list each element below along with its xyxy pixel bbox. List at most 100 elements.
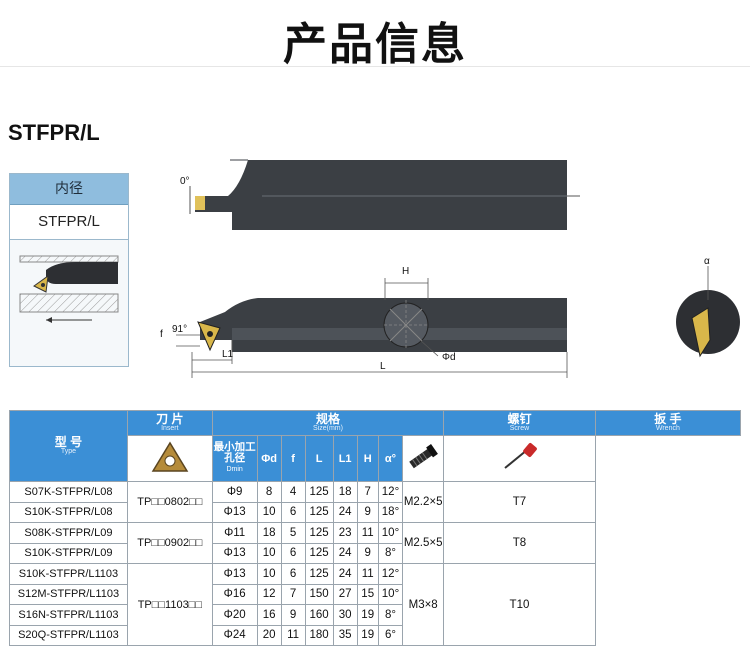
l1-cell: 24 [332, 542, 358, 564]
top-view-bar [189, 159, 580, 230]
title-divider [0, 66, 750, 67]
h-subheader: H [356, 435, 379, 482]
alpha-label: α [704, 256, 710, 267]
wrench-image [443, 435, 596, 482]
l-cell: 180 [304, 624, 334, 646]
table-row: S10K-STFPR/L1103 TP□□1103□□ Φ13 10 6 125… [9, 563, 741, 646]
h-cell: 9 [356, 501, 379, 523]
phid-cell: 10 [256, 563, 282, 585]
f-subheader: f [280, 435, 306, 482]
l-cell: 125 [304, 563, 334, 585]
l1-cell: 23 [332, 522, 358, 544]
phid-subheader: Φd [256, 435, 282, 482]
insert-image [126, 435, 213, 482]
diameter-label: Φd [442, 352, 456, 363]
table-row: S10K-STFPR/L08 Φ13 10 6 125 24 9 18° [9, 501, 741, 523]
type-cell: S07K-STFPR/L08 [9, 481, 128, 503]
insert-cell: TP□□0902□□ [126, 522, 213, 564]
alpha-cell: 18° [377, 501, 404, 523]
type-cell: S20Q-STFPR/L1103 [9, 624, 128, 646]
phid-cell: 10 [256, 542, 282, 564]
h-cell: 7 [356, 481, 379, 503]
f-cell: 4 [280, 481, 306, 503]
phid-cell: 8 [256, 481, 282, 503]
model-heading: STFPR/L [8, 120, 100, 145]
phid-cell: 12 [256, 583, 282, 605]
dmin-cell: Φ13 [211, 501, 258, 523]
length-label: L [380, 361, 386, 372]
alpha-cell: 6° [377, 624, 404, 646]
alpha-cell: 12° [377, 481, 404, 503]
dmin-cell: Φ24 [211, 624, 258, 646]
h-cell: 11 [356, 522, 379, 544]
type-cell: S10K-STFPR/L1103 [9, 563, 128, 585]
insert-cell: TP□□1103□□ [126, 563, 213, 646]
f-cell: 9 [280, 604, 306, 626]
end-view [676, 266, 740, 358]
alpha-cell: 10° [377, 583, 404, 605]
table-row: S08K-STFPR/L09 TP□□0902□□ Φ11 18 5 125 2… [9, 522, 741, 564]
h-cell: 15 [356, 583, 379, 605]
table-row: S07K-STFPR/L08 TP□□0802□□ Φ9 8 4 125 18 … [9, 481, 741, 523]
f-cell: 6 [280, 501, 306, 523]
phid-cell: 18 [256, 522, 282, 544]
side-view-bar [176, 278, 568, 378]
dmin-cell: Φ13 [211, 563, 258, 585]
l1-cell: 24 [332, 563, 358, 585]
dmin-cell: Φ13 [211, 542, 258, 564]
table-row: S16N-STFPR/L1103 Φ20 16 9 160 30 19 8° [9, 604, 741, 626]
l-cell: 125 [304, 501, 334, 523]
wrench-cell: T8 [443, 522, 596, 564]
l-cell: 160 [304, 604, 334, 626]
phid-cell: 16 [256, 604, 282, 626]
wrench-cell: T7 [443, 481, 596, 523]
screw-image [402, 435, 445, 482]
f-cell: 5 [280, 522, 306, 544]
f-cell: 7 [280, 583, 306, 605]
h-cell: 19 [356, 624, 379, 646]
h-cell: 9 [356, 542, 379, 564]
phid-cell: 20 [256, 624, 282, 646]
l1-cell: 24 [332, 501, 358, 523]
dmin-cell: Φ9 [211, 481, 258, 503]
h-cell: 11 [356, 563, 379, 585]
lead-angle-label: 91° [172, 324, 188, 335]
panel-value: STFPR/L [10, 205, 128, 240]
alpha-subheader: α° [377, 435, 404, 482]
f-label: f [160, 329, 163, 340]
alpha-cell: 12° [377, 563, 404, 585]
type-cell: S10K-STFPR/L08 [9, 501, 128, 523]
table-row: S10K-STFPR/L09 Φ13 10 6 125 24 9 8° [9, 542, 741, 564]
f-cell: 6 [280, 542, 306, 564]
boring-illustration [19, 255, 119, 323]
l1-subheader: L1 [332, 435, 358, 482]
l-subheader: L [304, 435, 334, 482]
l-cell: 150 [304, 583, 334, 605]
clearance-angle-label: 0° [180, 176, 190, 187]
alpha-cell: 10° [377, 522, 404, 544]
l-cell: 125 [304, 522, 334, 544]
f-cell: 11 [280, 624, 306, 646]
l1-cell: 18 [332, 481, 358, 503]
dmin-cell: Φ11 [211, 522, 258, 544]
h-cell: 19 [356, 604, 379, 626]
wrench-cell: T10 [443, 563, 596, 646]
dmin-cell: Φ16 [211, 583, 258, 605]
panel-header: 内径 [10, 174, 128, 205]
type-cell: S16N-STFPR/L1103 [9, 604, 128, 626]
alpha-cell: 8° [377, 542, 404, 564]
screw-cell: M2.2×5 [402, 481, 445, 523]
l-cell: 125 [304, 542, 334, 564]
screw-cell: M3×8 [402, 563, 445, 646]
l1-cell: 30 [332, 604, 358, 626]
phid-cell: 10 [256, 501, 282, 523]
insert-cell: TP□□0802□□ [126, 481, 213, 523]
type-cell: S10K-STFPR/L09 [9, 542, 128, 564]
